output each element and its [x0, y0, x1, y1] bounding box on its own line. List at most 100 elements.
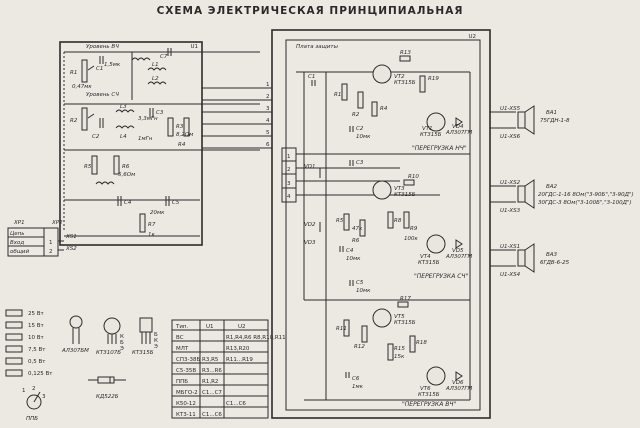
value-label: 8,2Ом	[176, 132, 193, 138]
value-label: 1мГн	[138, 136, 153, 142]
svg-text:VT3: VT3	[394, 186, 405, 192]
protection-block: U2 Плата защиты 1 2 3 4 C1 R1 R2 VT2 КТ3…	[271, 29, 491, 419]
speaker-ba2: ВА2 20ГДС-1-16 8Ом("3-90Б","3-90Д") 30ГД…	[517, 179, 634, 209]
svg-text:ВА1: ВА1	[546, 110, 557, 116]
svg-text:10мк: 10мк	[356, 134, 371, 140]
svg-text:3: 3	[266, 106, 270, 112]
svg-text:R1: R1	[334, 92, 341, 98]
svg-text:R6: R6	[122, 164, 130, 170]
xs-label: XS2	[65, 246, 77, 252]
svg-text:R10: R10	[408, 174, 419, 180]
speaker-outputs: U1-XS5 U1-XS6 U1-XS2 U1-XS3 U1-XS1 U1-XS…	[490, 105, 634, 278]
svg-text:VT2: VT2	[394, 74, 405, 80]
svg-text:КТ315Б: КТ315Б	[418, 392, 440, 398]
svg-text:C1...C6: C1...C6	[226, 401, 246, 407]
svg-text:3: 3	[287, 181, 291, 187]
svg-text:1: 1	[266, 82, 270, 88]
svg-text:АЛ307ГМ: АЛ307ГМ	[445, 386, 472, 392]
svg-text:Б: Б	[120, 340, 124, 346]
svg-text:6ГДВ-6-25: 6ГДВ-6-25	[540, 260, 570, 266]
svg-text:МЛТ: МЛТ	[176, 346, 189, 352]
svg-text:2: 2	[32, 386, 36, 392]
svg-text:75ГДН-1-8: 75ГДН-1-8	[540, 118, 570, 124]
svg-text:VD6: VD6	[452, 380, 464, 386]
svg-text:КТ3107Б: КТ3107Б	[96, 350, 121, 356]
transistor-pinout-kt3107: К Б Э КТ3107Б	[96, 317, 124, 356]
svg-text:R18: R18	[416, 340, 427, 346]
xp1-row-common: общий	[10, 249, 30, 255]
svg-text:VD2: VD2	[304, 222, 316, 228]
value-label: 1,5мк	[104, 62, 121, 68]
svg-text:R12: R12	[354, 344, 365, 350]
svg-text:C4: C4	[124, 200, 132, 206]
svg-text:0,125 Вт: 0,125 Вт	[28, 371, 53, 377]
svg-text:R17: R17	[400, 296, 411, 302]
svg-text:100к: 100к	[404, 236, 418, 242]
value-label: 20мк	[150, 210, 165, 216]
svg-text:C6: C6	[352, 376, 360, 382]
svg-text:U2: U2	[238, 324, 246, 330]
svg-text:КТ315Б: КТ315Б	[394, 80, 416, 86]
led-pinout: АЛ307БМ	[61, 315, 89, 354]
svg-text:2: 2	[266, 94, 270, 100]
svg-text:2: 2	[287, 167, 291, 173]
svg-text:R7: R7	[148, 222, 156, 228]
xs-label: XS1	[65, 234, 77, 240]
svg-text:XP2: XP2	[51, 220, 63, 226]
svg-text:КТ315Б: КТ315Б	[418, 260, 440, 266]
svg-text:25 Вт: 25 Вт	[28, 311, 45, 317]
u1-output-pins: 1 2 3 4 5 6	[202, 82, 272, 149]
svg-text:С5-35В: С5-35В	[176, 368, 196, 374]
value-label: 5,6Ом	[118, 172, 135, 178]
svg-text:КТ315Б: КТ315Б	[394, 320, 416, 326]
speaker-ba3: ВА3 6ГДВ-6-25	[517, 243, 570, 273]
diagram-title: СХЕМА ЭЛЕКТРИЧЕСКАЯ ПРИНЦИПИАЛЬНАЯ	[157, 5, 464, 17]
svg-text:U1: U1	[206, 324, 214, 330]
u1-label: U1	[190, 44, 198, 50]
level-vch-label: Уровень ВЧ	[86, 44, 119, 50]
input-connector-xp1: XP1 Цепь Вход общий 1 2 XP2 XS1 XS2	[7, 220, 77, 257]
svg-text:VT5: VT5	[394, 314, 405, 320]
svg-text:C1...C7: C1...C7	[202, 390, 222, 396]
transistor-pinout-kt315: Б К Э КТ315Б	[132, 317, 158, 356]
svg-text:R4: R4	[178, 142, 186, 148]
xp1-row-input: Вход	[10, 240, 24, 246]
svg-text:2: 2	[49, 249, 53, 255]
switch-ppb-icon: 1 2 3 ППБ	[22, 386, 46, 422]
svg-text:3: 3	[42, 394, 46, 400]
svg-text:15к: 15к	[394, 354, 405, 360]
svg-text:4: 4	[287, 194, 291, 200]
svg-text:U1-XS4: U1-XS4	[500, 272, 521, 278]
svg-text:47к: 47к	[352, 226, 363, 232]
svg-text:R2: R2	[70, 118, 78, 124]
level-sch-label: Уровень СЧ	[86, 92, 119, 98]
svg-text:10мк: 10мк	[346, 256, 361, 262]
overload-nch-label: "ПЕРЕГРУЗКА НЧ"	[412, 145, 467, 152]
svg-text:1: 1	[49, 240, 53, 246]
svg-text:R8: R8	[394, 218, 402, 224]
svg-text:ППБ: ППБ	[176, 379, 188, 385]
svg-text:L1: L1	[152, 62, 159, 68]
svg-text:Э: Э	[154, 344, 158, 350]
svg-text:L3: L3	[120, 104, 127, 110]
svg-text:ВА2: ВА2	[546, 184, 558, 190]
svg-text:0,5 Вт: 0,5 Вт	[28, 359, 46, 365]
svg-text:C1: C1	[96, 66, 103, 72]
protection-header: Плата защиты	[296, 44, 339, 50]
svg-text:C1...C6: C1...C6	[202, 412, 222, 418]
svg-text:L4: L4	[120, 134, 127, 140]
svg-text:C2: C2	[356, 126, 364, 132]
svg-text:АЛ307ГМ: АЛ307ГМ	[445, 130, 472, 136]
speaker-ba1: ВА1 75ГДН-1-8	[517, 105, 570, 135]
svg-text:U1-XS6: U1-XS6	[500, 134, 521, 140]
svg-text:R19: R19	[428, 76, 439, 82]
svg-text:15 Вт: 15 Вт	[28, 323, 45, 329]
svg-text:ВС: ВС	[176, 335, 184, 341]
svg-text:VT6: VT6	[420, 386, 431, 392]
svg-text:U1-XS5: U1-XS5	[500, 106, 521, 112]
svg-text:R6: R6	[352, 238, 360, 244]
svg-text:R4: R4	[380, 106, 388, 112]
overload-vch-label: "ПЕРЕГРУЗКА ВЧ"	[402, 401, 456, 408]
svg-text:C5: C5	[356, 280, 364, 286]
